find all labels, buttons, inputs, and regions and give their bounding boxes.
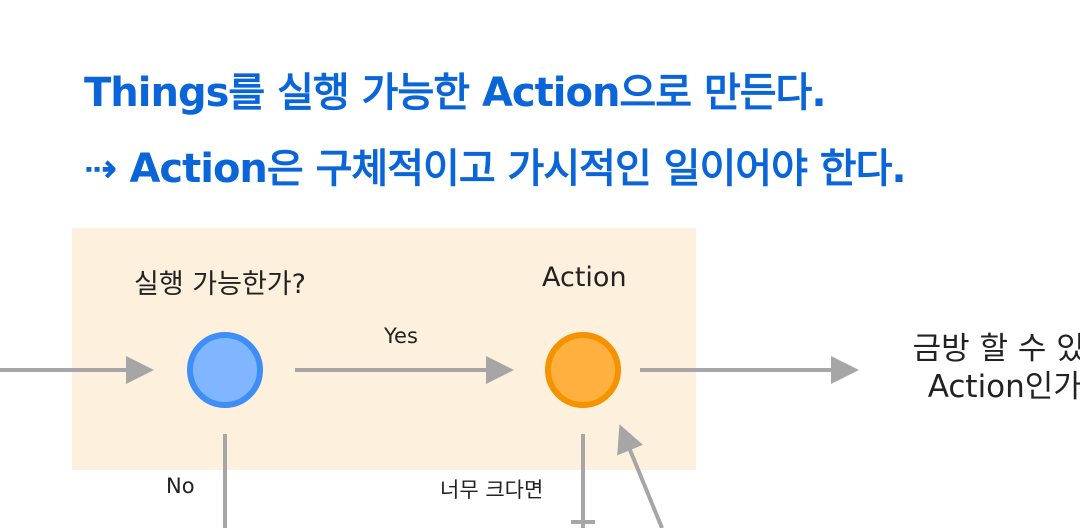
action-node	[545, 332, 621, 408]
action-label: Action	[542, 262, 627, 293]
title-line-2: ⇢ Action은 구체적이고 가시적인 일이어야 한다.	[84, 146, 907, 192]
return-arrow	[617, 424, 664, 528]
actionable-question-label: 실행 가능한가?	[134, 269, 306, 300]
outcome-label-line-2: Action인가?	[927, 369, 1080, 405]
title-line-1: Things를 실행 가능한 Action으로 만든다.	[84, 70, 827, 116]
outcome-label-line-1: 금방 할 수 있는	[912, 331, 1080, 367]
too-big-label: 너무 크다면	[440, 478, 544, 502]
no-label: No	[166, 474, 195, 498]
yes-label: Yes	[384, 324, 418, 348]
actionable-question-node	[187, 332, 263, 408]
